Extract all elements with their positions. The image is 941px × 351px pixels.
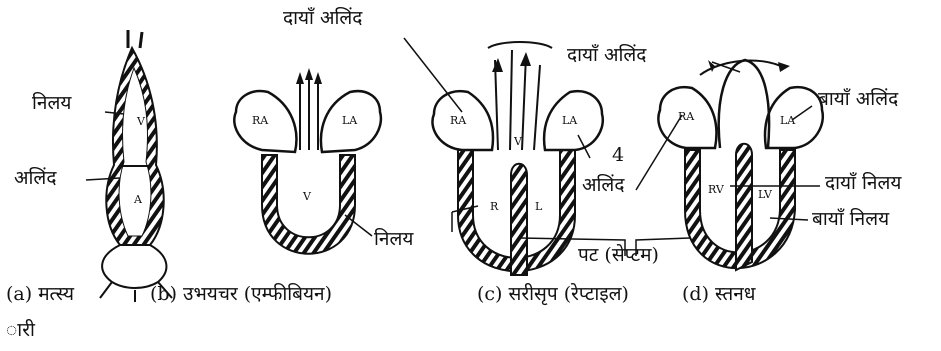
number-4-label: 4 [612, 144, 624, 166]
amphibian-la-label: LA [342, 114, 358, 127]
mammal-left-ventricle-label: बायाँ निलय [812, 208, 889, 230]
septum-label: पट (सेप्टम) [578, 244, 659, 266]
amphibian-heart: RA LA V [234, 68, 381, 254]
reptile-r-label: R [490, 200, 499, 213]
mammal-right-atrium-label: दायाँ अलिंद [567, 44, 646, 66]
mammal-right-ventricle-label: दायाँ निलय [825, 172, 901, 194]
amphibian-v-label: V [302, 190, 312, 203]
reptile-heart: RA LA V R L [404, 38, 625, 275]
mammal-atrium-label: अलिंद [582, 174, 624, 196]
fish-heart: V A [86, 30, 172, 302]
mammal-la-label: LA [780, 114, 796, 127]
mammal-left-atrium-label: बायाँ अलिंद [818, 88, 898, 110]
caption-amphibian: (b) उभयचर (एम्फीबियन) [150, 282, 332, 306]
fish-atrium-label: अलिंद [14, 167, 56, 189]
reptile-right-atrium-label: दायाँ अलिंद [283, 7, 362, 29]
caption-reptile: (c) सरीसृप (रेप्टाइल) [477, 282, 629, 306]
reptile-v-label: V [513, 135, 523, 148]
caption-fish: (a) मत्स्य [6, 282, 74, 306]
reptile-la-label: LA [562, 114, 578, 127]
fish-ventricle-label: निलय [32, 92, 71, 114]
reptile-partial-septum [511, 164, 527, 275]
reptile-ra-label: RA [450, 114, 467, 127]
mammal-lv-label: LV [758, 188, 773, 201]
caption-overflow: ारी [6, 318, 35, 342]
amphibian-ra-label: RA [252, 114, 269, 127]
amphibian-ventricle-label: निलय [374, 228, 413, 250]
reptile-l-label: L [535, 200, 543, 213]
amphibian-ventricle-wall [262, 155, 355, 254]
fish-v-label: V [136, 115, 146, 128]
caption-mammal: (d) स्तनध [682, 282, 755, 306]
mammal-full-septum [736, 144, 752, 270]
mammal-heart: RA LA RV LV [636, 60, 823, 270]
fish-a-label: A [133, 193, 143, 206]
mammal-rv-label: RV [708, 183, 725, 196]
